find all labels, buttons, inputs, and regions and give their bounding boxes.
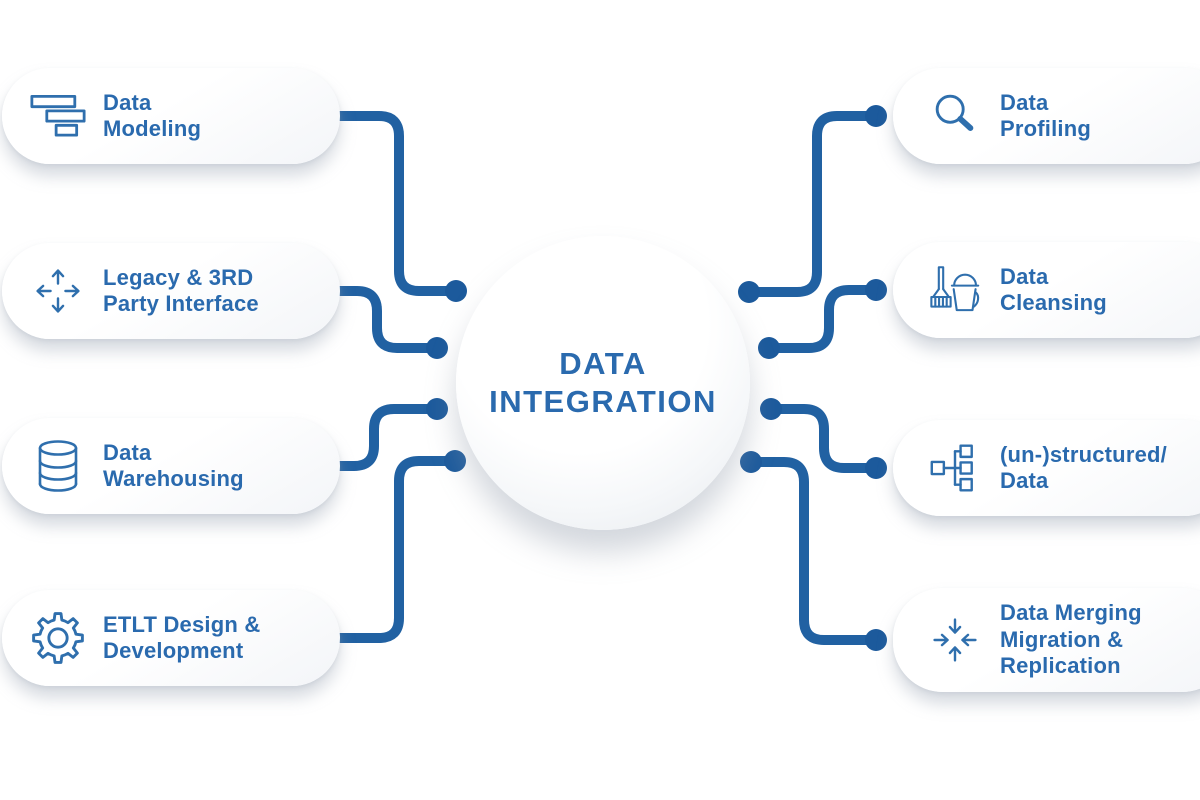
connector-dot [444,450,466,472]
database-icon [30,438,86,494]
connector-dot [740,451,762,473]
gantt-bars-icon [30,88,86,144]
node-label: Data Profiling [1000,89,1092,142]
connector-data-warehousing [323,404,442,471]
connector-dot [426,398,448,420]
connector-dot [426,337,448,359]
connector-legacy-interface [323,286,442,353]
node-data-modeling: Data Modeling [2,68,340,164]
connector-dot [865,105,887,127]
merge-arrows-icon [927,612,983,668]
node-label: (un-)structured/ Data [1000,441,1167,494]
connector-dot [445,280,467,302]
connector-dot [738,281,760,303]
connector-dot [760,398,782,420]
node-label: Data Cleansing [1000,263,1107,316]
center-node: DATA INTEGRATION [456,236,750,530]
node-data-cleansing: Data Cleansing [893,242,1200,338]
node-label: Data Merging Migration & Replication [1000,600,1142,679]
node-legacy-interface: Legacy & 3RD Party Interface [2,243,340,339]
gear-icon [30,610,86,666]
connector-dot [865,629,887,651]
node-data-merging: Data Merging Migration & Replication [893,588,1200,692]
connector-data-modeling [323,111,461,296]
node-unstructured-data: (un-)structured/ Data [893,420,1200,516]
broom-bucket-icon [927,262,983,318]
diagram-title: DATA INTEGRATION [489,346,717,419]
node-label: Legacy & 3RD Party Interface [103,264,259,317]
node-label: Data Warehousing [103,439,244,492]
connector-data-profiling [744,111,881,297]
node-label: Data Modeling [103,89,202,142]
connector-dot [865,279,887,301]
node-etlt-design: ETLT Design & Development [2,590,340,686]
hierarchy-icon [927,440,983,496]
connector-dot [865,457,887,479]
node-label: ETLT Design & Development [103,611,261,664]
node-data-warehousing: Data Warehousing [2,418,340,514]
node-data-profiling: Data Profiling [893,68,1200,164]
connector-unstructured-data [766,404,881,473]
connector-data-cleansing [764,285,881,353]
connector-etlt [323,456,460,643]
arrows-outward-icon [30,263,86,319]
connector-dot [758,337,780,359]
magnifier-icon [927,88,983,144]
connector-data-merging [746,457,881,645]
